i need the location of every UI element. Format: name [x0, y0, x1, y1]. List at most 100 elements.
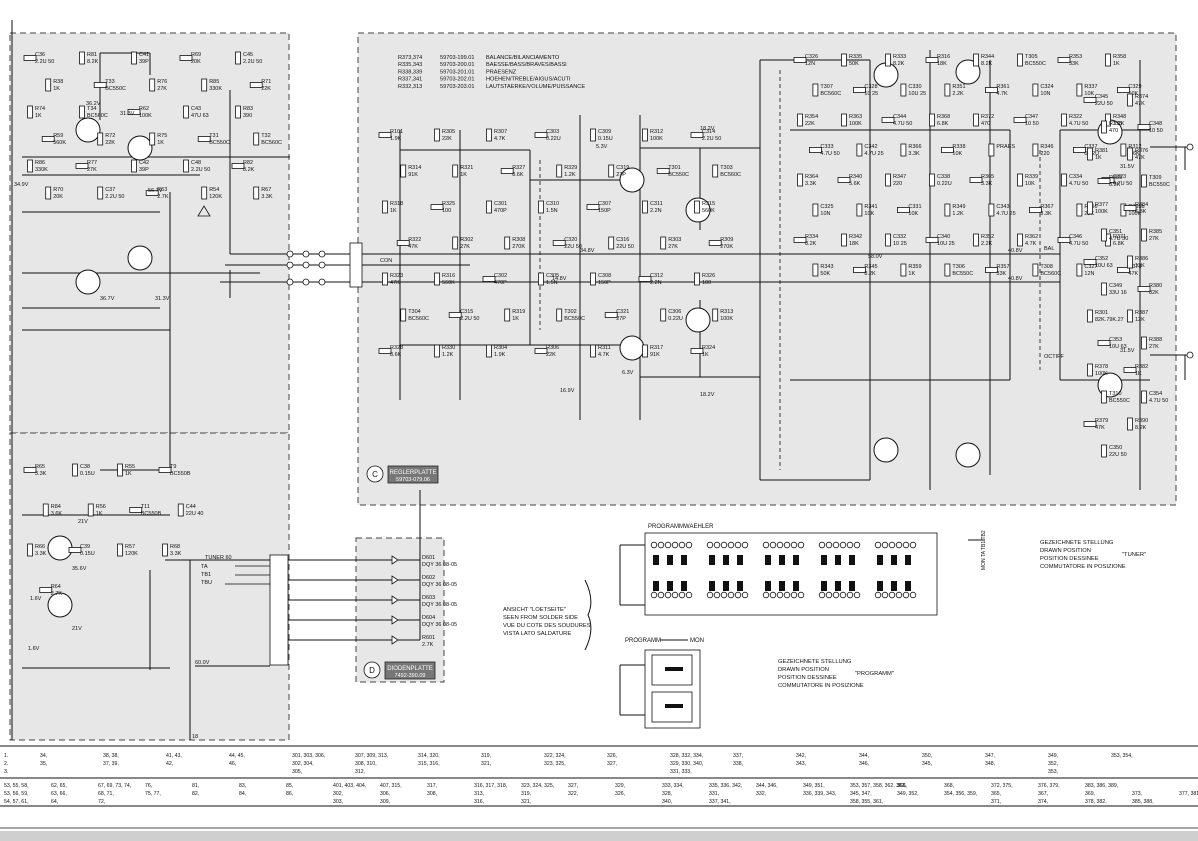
left-component-ref: R59 — [53, 133, 63, 139]
component-symbol — [486, 200, 492, 214]
switch-slider — [891, 555, 897, 565]
right-component-ref: T308 — [1040, 264, 1053, 270]
right-component-value: 10 50 — [1025, 121, 1039, 127]
center-component-value: 0.22U — [668, 316, 683, 322]
bottom-table-cell: 327, — [568, 783, 578, 789]
center-component-ref: C301 — [494, 201, 507, 207]
right-component-value: 4.7U 50 — [820, 151, 839, 157]
left-component-ref: R54 — [209, 187, 219, 193]
right-component-value: 50K — [820, 271, 830, 277]
component-symbol — [1123, 367, 1137, 373]
center-component-value: 150P — [598, 208, 611, 214]
right-component-ref: R352 — [981, 234, 994, 240]
svg-text:"TUNER": "TUNER" — [1122, 552, 1146, 558]
left-component-value: 3.3K — [170, 551, 182, 557]
right-component-value: 3.3K — [1040, 211, 1052, 217]
transistor-t301 — [619, 167, 645, 193]
component-symbol — [973, 233, 979, 247]
left-voltage: 21V — [78, 519, 88, 525]
table-function: HOEHEN/TREBLE/AIGUS/ACUTI — [486, 77, 571, 83]
switch-slider — [653, 555, 659, 565]
center-component-value: 0.22U — [546, 136, 561, 142]
svg-text:GEZEICHNETE STELLUNG: GEZEICHNETE STELLUNG — [778, 659, 852, 665]
component-symbol — [1101, 444, 1107, 458]
table-function: BALANCE/BILANCIAMENTO — [486, 55, 560, 61]
bottom-table-cell: 349, 351, — [803, 783, 825, 789]
right-component-ref: R357 — [996, 264, 1009, 270]
left-component-value: 22K — [105, 140, 115, 146]
bottom-table-cell: 371, — [991, 799, 1001, 805]
component-symbol — [1013, 117, 1027, 123]
component-symbol — [400, 308, 407, 322]
component-symbol — [1101, 228, 1107, 242]
svg-text:TA: TA — [201, 564, 208, 570]
center-component-value: 1K — [702, 352, 709, 358]
center-component-ref: R315 — [702, 201, 715, 207]
bottom-table-cell: 34, — [40, 753, 47, 759]
left-component-value: 2.7K — [51, 591, 63, 597]
bottom-table-cell: 348, — [985, 761, 995, 767]
center-component-value: 22K — [442, 136, 452, 142]
switch-contact — [818, 591, 826, 599]
bottom-table-cell: 344, — [859, 753, 869, 759]
center-component-value: 1.2K — [564, 172, 576, 178]
bottom-table-cell: 86, — [286, 791, 293, 797]
component-symbol — [690, 348, 704, 354]
component-symbol — [1083, 97, 1097, 103]
bottom-table-cell: 342, — [796, 753, 806, 759]
center-component-ref: R101 — [390, 129, 403, 135]
switch-contact — [664, 591, 672, 599]
center-voltage: 18.2V — [700, 126, 715, 132]
diode-part: 2.7K — [422, 642, 434, 648]
bottom-table-cell: 353, 357, 358, 362, 363, — [850, 783, 906, 789]
component-symbol — [973, 53, 979, 67]
right-component-ref: C344 — [893, 114, 906, 120]
left-component-value: 20K — [191, 59, 201, 65]
right-component-ref: R359 — [908, 264, 921, 270]
component-symbol — [856, 143, 863, 157]
center-component-value: 22K — [546, 352, 556, 358]
right-component-value: 8.2K — [1135, 425, 1147, 431]
right-component-ref: R363 — [849, 114, 862, 120]
component-symbol — [1061, 113, 1067, 127]
right-component-ref: R371 — [1113, 234, 1126, 240]
right-component-value: 8.2K — [805, 241, 817, 247]
table-part: 59703-199.01 — [440, 55, 475, 61]
center-component-ref: C305 — [546, 273, 559, 279]
right-component-ref: C349 — [1109, 283, 1122, 289]
right-component-ref: C352 — [1095, 256, 1108, 262]
svg-text:TUNER 60: TUNER 60 — [205, 555, 232, 561]
component-symbol — [1029, 207, 1042, 213]
switch-contact — [909, 541, 917, 549]
center-component-ref: C311 — [650, 201, 663, 207]
switch-contact — [769, 541, 777, 549]
svg-text:C: C — [372, 470, 378, 479]
switch-contact — [818, 541, 826, 549]
table-function: PRAESENZ — [486, 69, 517, 75]
right-voltage: 58.0V — [868, 254, 883, 260]
right-component-ref: T306 — [952, 264, 965, 270]
component-symbol — [131, 159, 137, 173]
switch-contact — [685, 591, 693, 599]
switch-contact — [678, 591, 686, 599]
component-symbol — [434, 272, 440, 286]
component-symbol — [197, 136, 211, 142]
right-component-ref: R381 — [1095, 148, 1108, 154]
component-symbol — [1017, 233, 1023, 247]
component-symbol — [608, 236, 615, 250]
component-symbol — [396, 240, 410, 246]
component-symbol — [79, 105, 85, 119]
left-component-ref: C45 — [243, 52, 253, 58]
right-component-ref: R375 — [1109, 121, 1122, 127]
svg-text:D: D — [369, 666, 375, 675]
right-component-value: 5.6K — [849, 181, 861, 187]
center-voltage: 16.9V — [560, 388, 575, 394]
right-component-value: 3.3K — [981, 181, 993, 187]
switch-slider — [709, 555, 715, 565]
bottom-table-cell: 85, — [286, 783, 293, 789]
component-symbol — [149, 78, 156, 92]
right-component-value: 33K — [1069, 61, 1079, 67]
component-symbol — [988, 143, 995, 157]
center-component-ref: C306 — [668, 309, 681, 315]
